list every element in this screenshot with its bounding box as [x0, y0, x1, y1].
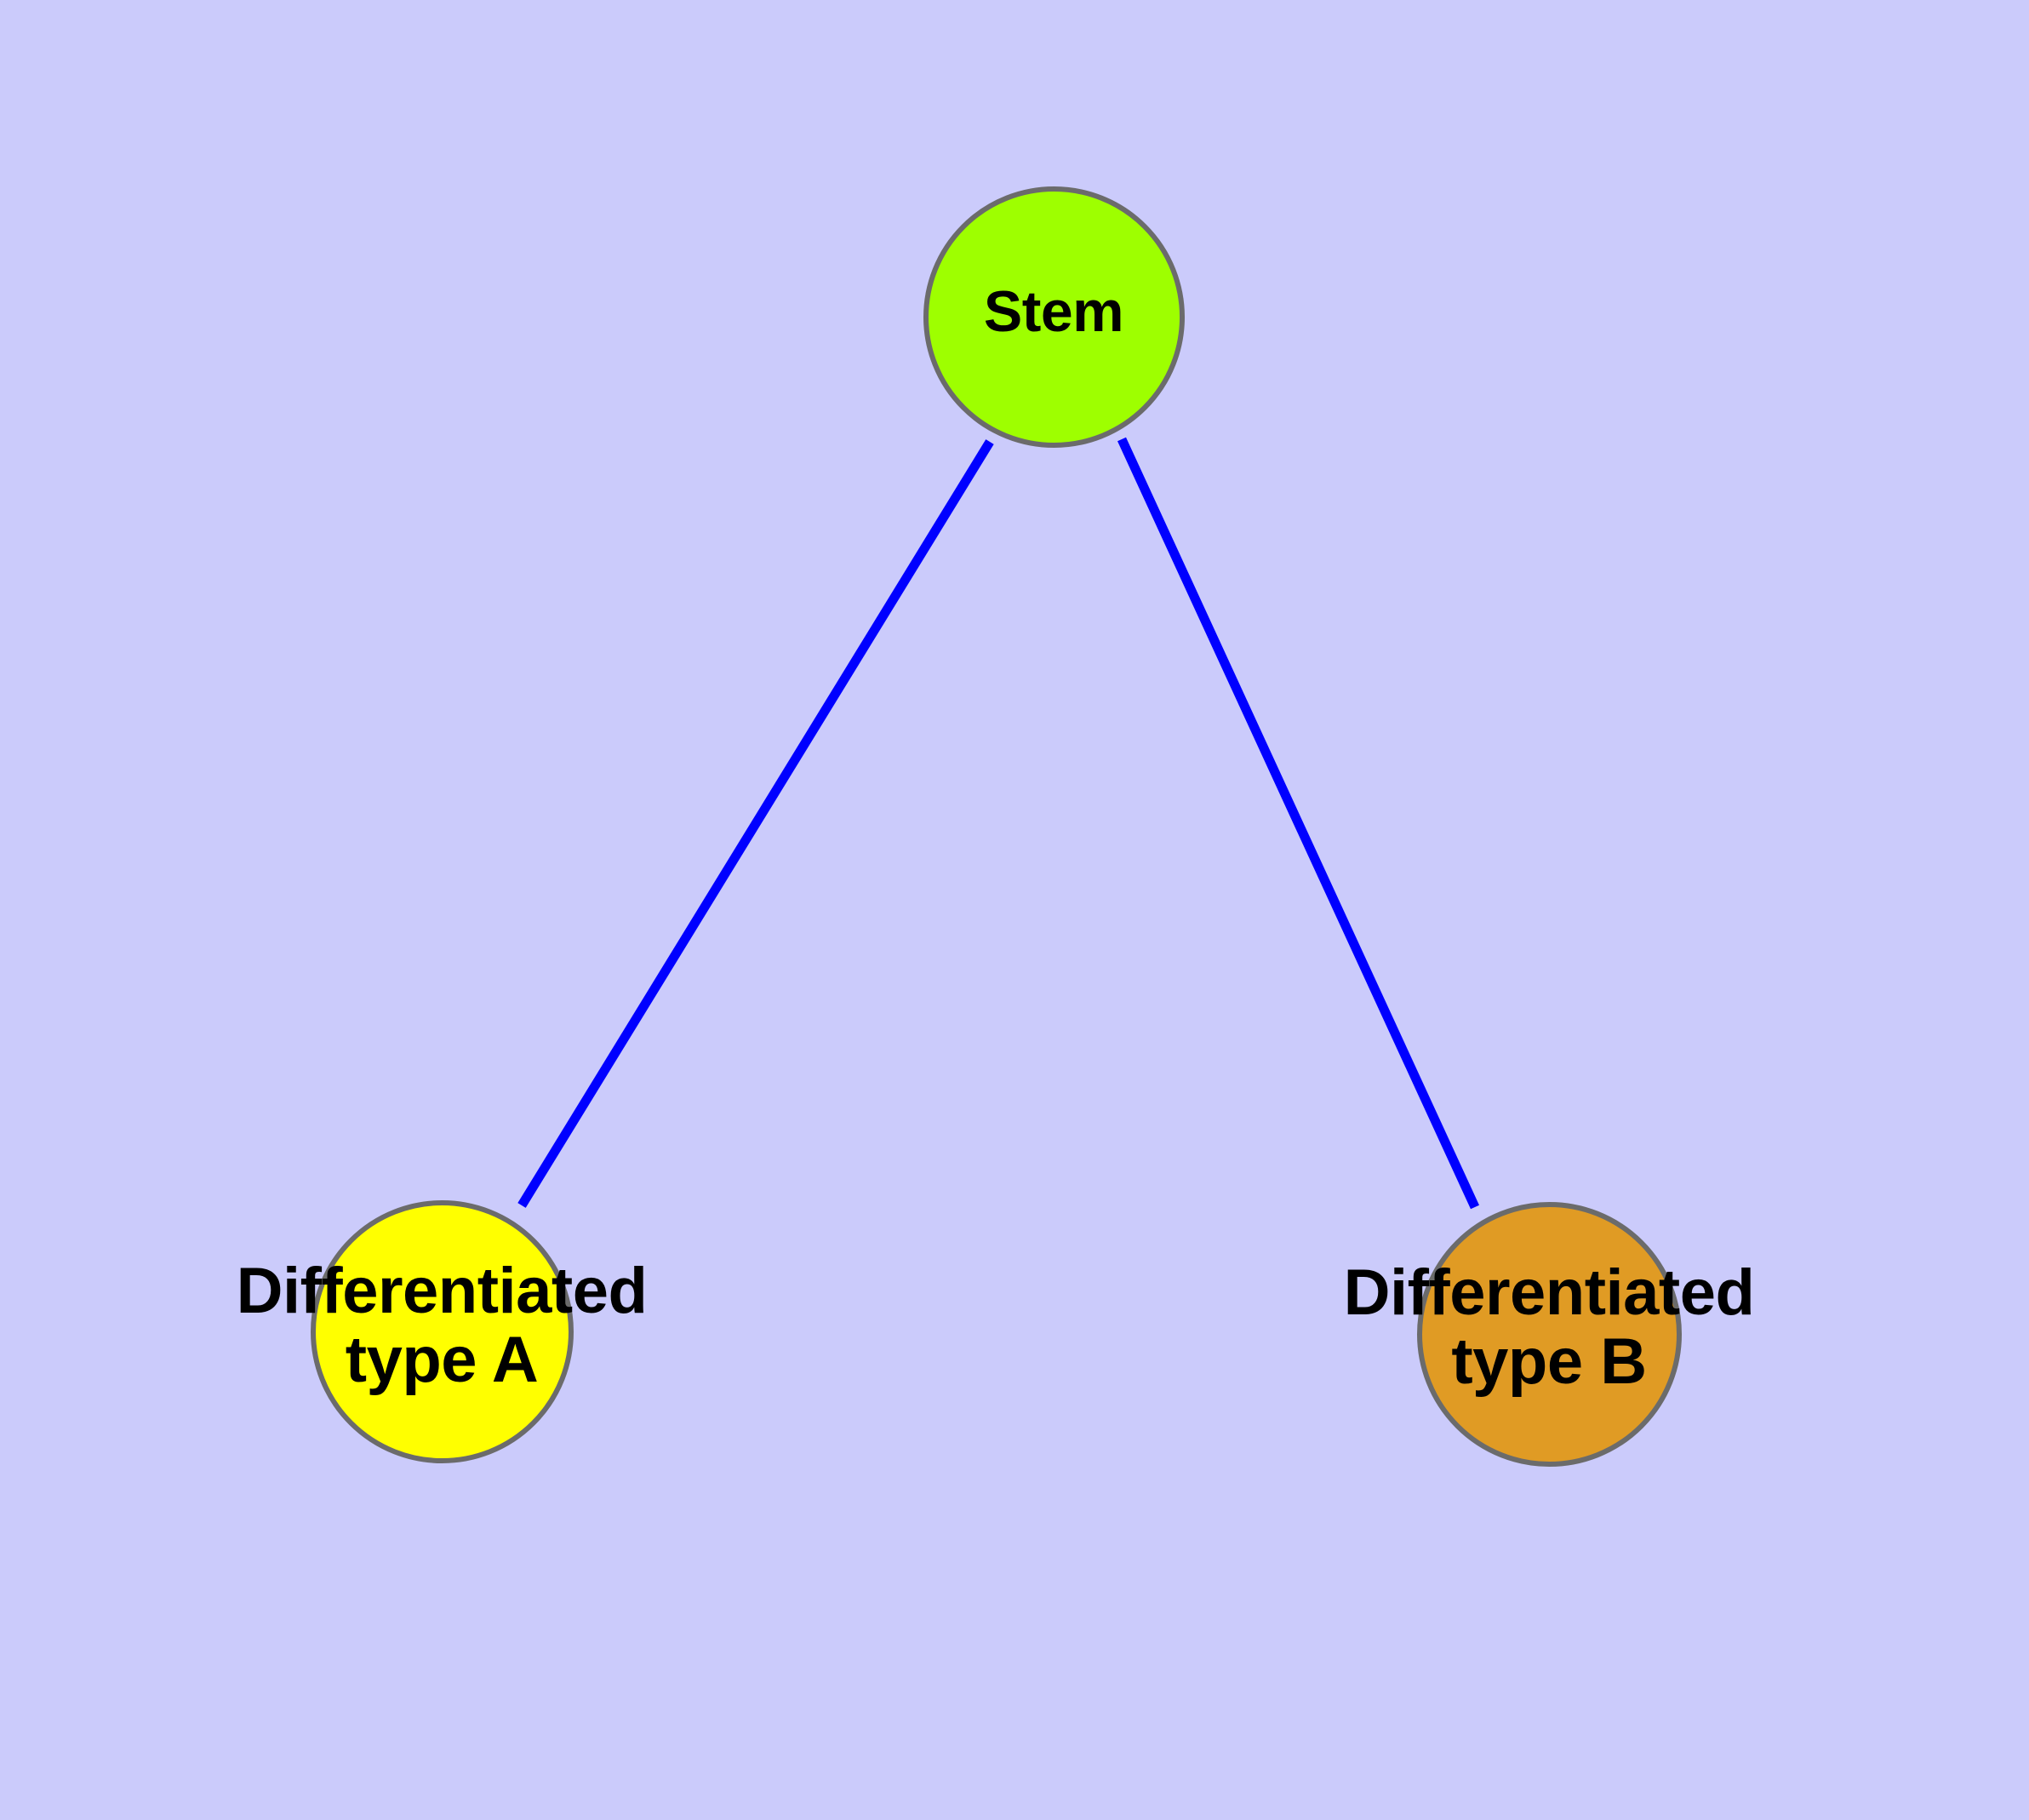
- edge-stem-to-diff-b: [1117, 437, 1479, 1210]
- edge-stem-to-diff-a: [517, 439, 994, 1208]
- node-differentiated-type-b[interactable]: [1417, 1202, 1682, 1467]
- node-stem[interactable]: [923, 186, 1185, 448]
- node-differentiated-type-a[interactable]: [311, 1200, 574, 1463]
